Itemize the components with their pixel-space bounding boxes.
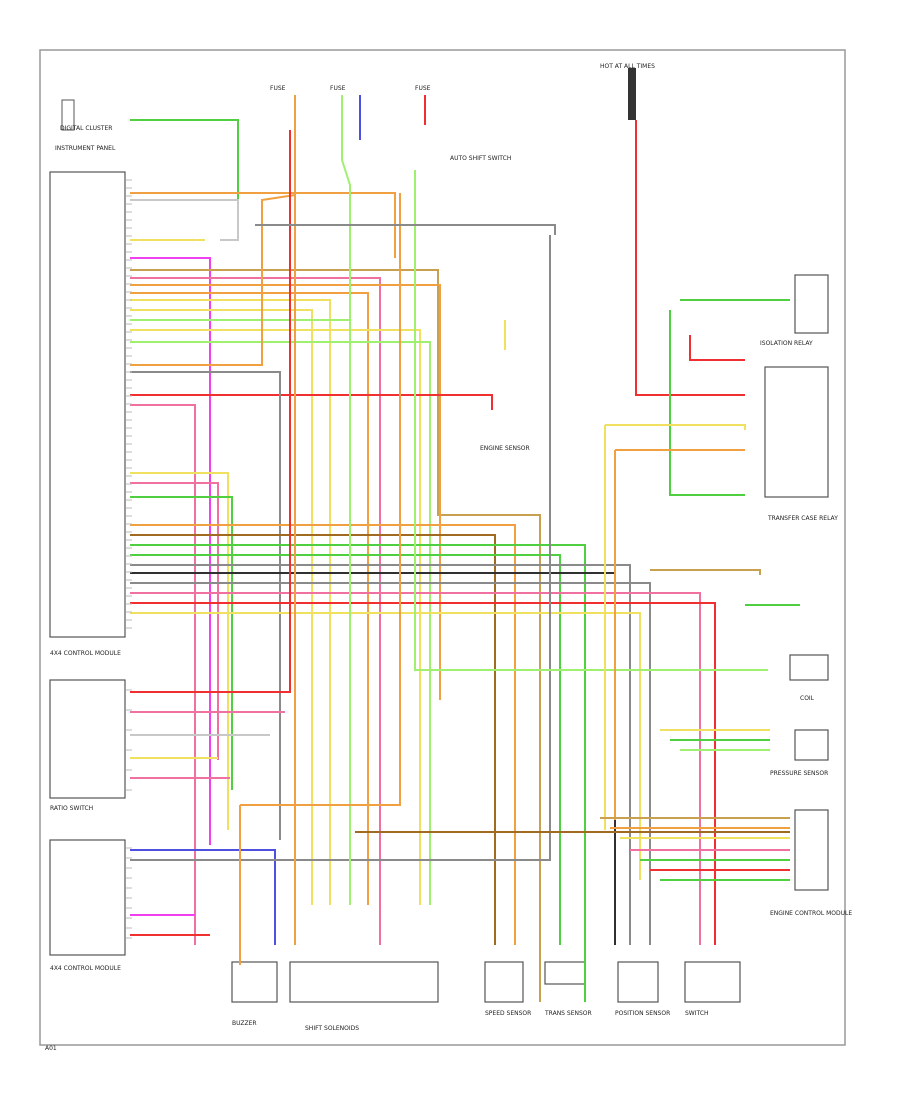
wire-lgn-342: [130, 341, 431, 905]
speed-sensor-label: SPEED SENSOR: [485, 1010, 531, 1017]
wire-gry-860: [130, 235, 551, 861]
wire-yel-425: [605, 424, 746, 430]
top-left-label: DIGITAL CLUSTER: [60, 125, 112, 132]
pressure-sensor-label: PRESSURE SENSOR: [770, 770, 828, 777]
cluster-stub: [61, 99, 75, 131]
wire-red-360: [689, 335, 745, 361]
wire-yel-613: [130, 612, 641, 880]
page-code-label: A01: [45, 1045, 57, 1052]
isolation-relay-box: [794, 274, 829, 334]
wire-grn-545: [130, 544, 586, 1002]
wire-pnk-278: [130, 277, 381, 945]
isolation-relay-label: ISOLATION RELAY: [760, 340, 813, 347]
wire-yel-473: [130, 472, 229, 830]
lower-module-box: [49, 839, 126, 956]
diagram-frame: [39, 49, 846, 1046]
wire-tan-570: [650, 569, 761, 575]
ratio-switch-box: [49, 679, 126, 799]
engine-control-label: ENGINE CONTROL MODULE: [770, 910, 852, 917]
wire-gry-583: [130, 582, 651, 945]
pressure-sensor-box: [794, 729, 829, 761]
wire-gry-225: [255, 224, 556, 235]
wire-red-692: [130, 130, 291, 693]
wire-grn-497: [130, 496, 233, 790]
battery-fuse: [628, 68, 636, 120]
wire-org-193: [130, 192, 396, 258]
module-left-label: 4X4 CONTROL MODULE: [50, 650, 121, 657]
wire-tan-270: [130, 269, 541, 1002]
wire-mag-258: [130, 257, 211, 845]
wire-org-805: [240, 193, 401, 806]
wire-org-525: [130, 524, 516, 945]
wire-org-293: [130, 292, 369, 905]
wire-grn-310: [669, 310, 745, 496]
wire-yel-330: [130, 329, 421, 905]
coil-plate-box: [789, 654, 829, 681]
wire-lgn-top: [341, 95, 351, 905]
wire-brn-535: [130, 534, 496, 945]
wire-grn-555: [130, 554, 561, 945]
trans-sensor-label: TRANS SENSOR: [544, 1010, 592, 1017]
buzzer-label: BUZZER: [232, 1020, 257, 1027]
module-lower-label: 4X4 CONTROL MODULE: [50, 965, 121, 972]
transfer-case-relay-label: TRANSFER CASE RELAY: [767, 515, 838, 522]
wire-wht-200: [130, 199, 239, 241]
control-module-box: [49, 171, 126, 638]
hot-at-all-times-label: HOT AT ALL TIMES: [600, 63, 655, 70]
wire-yel-300: [130, 299, 331, 905]
top-fuse-b-label: FUSE: [330, 85, 346, 92]
wire-blu-850: [130, 849, 276, 945]
auto-shift-label: AUTO SHIFT SWITCH: [450, 155, 511, 162]
wire-red-battery: [635, 120, 745, 396]
coil-plate-label: COIL: [800, 695, 815, 702]
position-sensor-box: [617, 961, 659, 1003]
top-fuse-c-label: FUSE: [415, 85, 431, 92]
solenoid-block-box: [289, 961, 439, 1003]
solenoids-label: SHIFT SOLENOIDS: [305, 1025, 359, 1032]
engine-module-box: [794, 809, 829, 891]
transfer-relay-box: [764, 366, 829, 498]
ratio-switch-label: RATIO SWITCH: [50, 805, 93, 812]
instrument-panel-label: INSTRUMENT PANEL: [55, 145, 116, 152]
wire-org-365: [130, 194, 296, 366]
wire-org-285: [130, 284, 441, 700]
wire-lgn-engine: [414, 170, 768, 671]
wire-red-395: [130, 394, 493, 410]
engine-sensor-label: ENGINE SENSOR: [480, 445, 530, 452]
position-sensor-label: POSITION SENSOR: [615, 1010, 670, 1017]
wire-yel-310: [130, 309, 313, 905]
wire-pnk-405: [130, 404, 196, 945]
wire-pnk-483: [130, 482, 219, 760]
wire-grn-cluster: [130, 119, 239, 230]
switch-lower-label: SWITCH: [685, 1010, 709, 1017]
speed-sensor-box: [484, 961, 524, 1003]
wire-gry-372: [130, 371, 281, 840]
switch-lower-box: [684, 961, 741, 1003]
trans-sensor-box: [544, 961, 586, 985]
buzzer-box: [231, 961, 278, 1003]
top-fuse-a-label: FUSE: [270, 85, 286, 92]
